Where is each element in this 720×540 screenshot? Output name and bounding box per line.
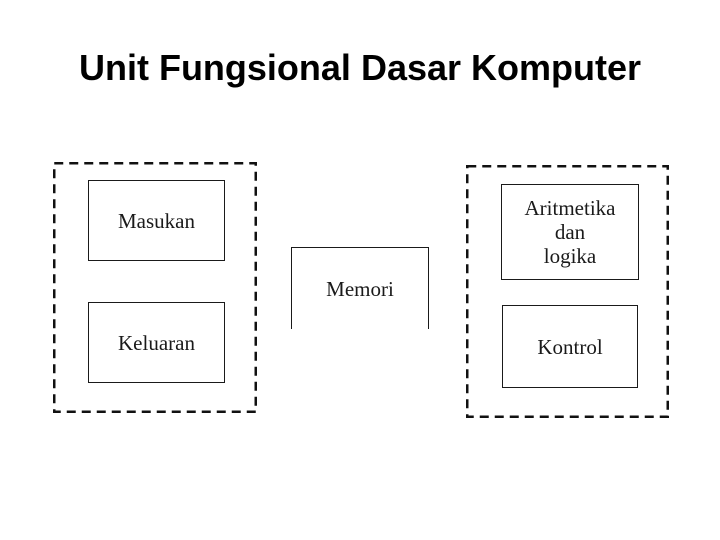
input-box: Masukan <box>88 180 225 261</box>
alu-box-label-line3: logika <box>543 244 597 268</box>
io-unit-group: Masukan Keluaran <box>53 162 257 413</box>
input-box-label: Masukan <box>118 208 195 233</box>
alu-box-label-line1: Aritmetika <box>524 196 616 220</box>
alu-box: Aritmetika dan logika <box>501 184 639 280</box>
memory-box: Memori <box>291 247 429 329</box>
alu-box-label-line2: dan <box>554 220 586 244</box>
memory-box-label: Memori <box>326 276 394 301</box>
cpu-unit-group: Aritmetika dan logika Kontrol <box>466 165 669 418</box>
output-box-label: Keluaran <box>118 330 195 355</box>
slide-title: Unit Fungsional Dasar Komputer <box>78 47 642 88</box>
control-box: Kontrol <box>502 305 638 388</box>
output-box: Keluaran <box>88 302 225 383</box>
control-box-label: Kontrol <box>537 334 603 359</box>
